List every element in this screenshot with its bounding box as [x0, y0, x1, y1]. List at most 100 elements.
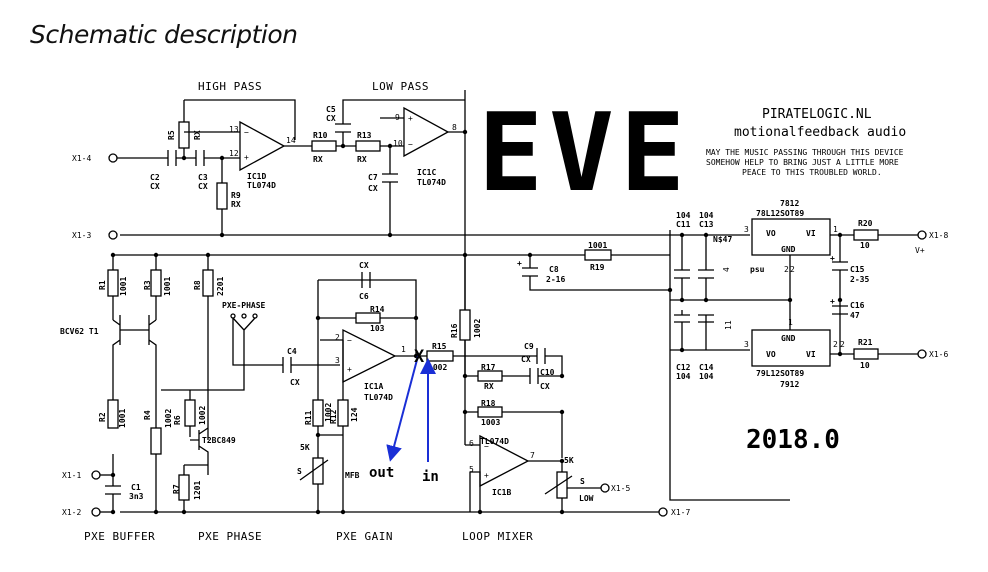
section-loop-mixer: LOOP MIXER	[462, 530, 533, 543]
c11-value: 104	[676, 211, 691, 220]
c14-label: C14	[699, 363, 714, 372]
r9-label: R9	[231, 191, 241, 200]
svg-text:2: 2	[790, 265, 795, 274]
connector-x1-4[interactable]	[108, 153, 118, 163]
svg-text:+: +	[244, 153, 249, 162]
connector-x1-6[interactable]	[917, 349, 927, 359]
connector-x1-1[interactable]	[91, 470, 101, 480]
c3-value: CX	[198, 182, 208, 191]
c12-label: C12	[676, 363, 691, 372]
svg-text:13: 13	[229, 125, 239, 134]
c2-label: C2	[150, 173, 160, 182]
r12-value: 124	[350, 407, 359, 422]
svg-text:12: 12	[229, 149, 239, 158]
c2-value: CX	[150, 182, 160, 191]
r8-label: R8	[193, 280, 202, 290]
ic1a-label: IC1A	[364, 382, 383, 391]
connector-label-x1-5: X1-5	[611, 484, 630, 493]
r15-label: R15	[432, 342, 447, 351]
svg-text:8: 8	[452, 123, 457, 132]
r14-value: 103	[370, 324, 385, 333]
pot-pxe-gain-s: S	[297, 467, 302, 476]
r19-label: R19	[590, 263, 605, 272]
reg-pos-name: 7812	[780, 199, 799, 208]
svg-text:3: 3	[744, 225, 749, 234]
c9-label: C9	[524, 342, 534, 351]
r19-value: 1001	[588, 241, 607, 250]
c1-label: C1	[131, 483, 141, 492]
t2-label: T2BC849	[202, 436, 236, 445]
v-plus-label: V+	[915, 246, 925, 255]
r16-value: 1002	[473, 319, 482, 338]
c6-label: C6	[359, 292, 369, 301]
r10-value: RX	[313, 155, 323, 164]
section-pxe-gain: PXE GAIN	[336, 530, 393, 543]
reg-neg-part: 79L12SOT89	[756, 369, 804, 378]
r13-label: R13	[357, 131, 372, 140]
pot-pxe-gain-value: 5K	[300, 443, 310, 452]
c12-value: 104	[676, 372, 691, 381]
r7-label: R7	[172, 484, 181, 494]
marker-x: X	[414, 347, 425, 367]
section-high-pass: HIGH PASS	[198, 80, 262, 93]
low-pass-section: R10 RX R13 RX C5 CX C7 CX + − 9 10 8 IC1…	[305, 80, 465, 235]
r17-label: R17	[481, 363, 496, 372]
svg-text:+: +	[484, 471, 489, 480]
c15-label: C15	[850, 265, 865, 274]
reg-pos-part: 78L12SOT89	[756, 209, 804, 218]
svg-text:2: 2	[335, 333, 340, 342]
brand-site: PIRATELOGIC.NL	[762, 107, 872, 122]
r4-label: R4	[143, 410, 152, 420]
svg-text:10: 10	[393, 139, 403, 148]
r10-label: R10	[313, 131, 328, 140]
svg-text:5: 5	[469, 465, 474, 474]
reg-neg-gnd: GND	[781, 334, 796, 343]
pot-loop-s: S	[580, 477, 585, 486]
reg-pos-vo: VO	[766, 229, 776, 238]
r13-value: RX	[357, 155, 367, 164]
r20-value: 10	[860, 241, 870, 250]
connector-x1-2[interactable]	[91, 507, 101, 517]
r2-label: R2	[98, 412, 107, 422]
connector-label-x1-6: X1-6	[929, 350, 948, 359]
svg-text:−: −	[408, 140, 413, 149]
logo-text: EVE	[478, 91, 691, 216]
svg-text:+: +	[347, 365, 352, 374]
c16-label: C16	[850, 301, 865, 310]
svg-text:3: 3	[744, 340, 749, 349]
connector-x1-8[interactable]	[917, 230, 927, 240]
svg-text:7: 7	[530, 451, 535, 460]
r16-label: R16	[450, 323, 459, 338]
r18-label: R18	[481, 399, 496, 408]
ic1b-type: TL074D	[480, 437, 509, 446]
svg-text:−: −	[244, 128, 249, 137]
r18-value: 1003	[481, 418, 500, 427]
psu-section: psu N$47 104 C11 104 C13 C12 104 C14 104…	[670, 199, 948, 389]
reg-pos-gnd: GND	[781, 245, 796, 254]
c11-label: C11	[676, 220, 691, 229]
reg-neg-vi: VI	[806, 350, 816, 359]
mfb-label: MFB	[345, 471, 360, 480]
r12-label: R12	[329, 409, 338, 424]
ic1c-label: IC1C	[417, 168, 436, 177]
ns47-label: N$47	[713, 235, 732, 244]
quote-line-3: PEACE TO THIS TROUBLED WORLD.	[742, 168, 882, 177]
connector-x1-5[interactable]	[600, 483, 610, 493]
connector-x1-3[interactable]	[108, 230, 118, 240]
in-label: in	[422, 469, 439, 485]
page-title: Schematic description	[30, 20, 298, 49]
c4-value: CX	[290, 378, 300, 387]
quote-line-2: SOMEHOW HELP TO BRING JUST A LITTLE MORE	[706, 158, 899, 167]
svg-text:2: 2	[784, 265, 789, 274]
c16-value: 47	[850, 311, 860, 320]
c8-label: C8	[549, 265, 559, 274]
connector-label-x1-7: X1-7	[671, 508, 690, 517]
r7-value: 1201	[193, 481, 202, 500]
connector-x1-7[interactable]	[658, 507, 668, 517]
reg-neg-name: 7912	[780, 380, 799, 389]
c14-value: 104	[699, 372, 714, 381]
r14-label: R14	[370, 305, 385, 314]
r19-c8-group: + C8 2-16 1001 R19	[517, 241, 670, 291]
r21-value: 10	[860, 361, 870, 370]
